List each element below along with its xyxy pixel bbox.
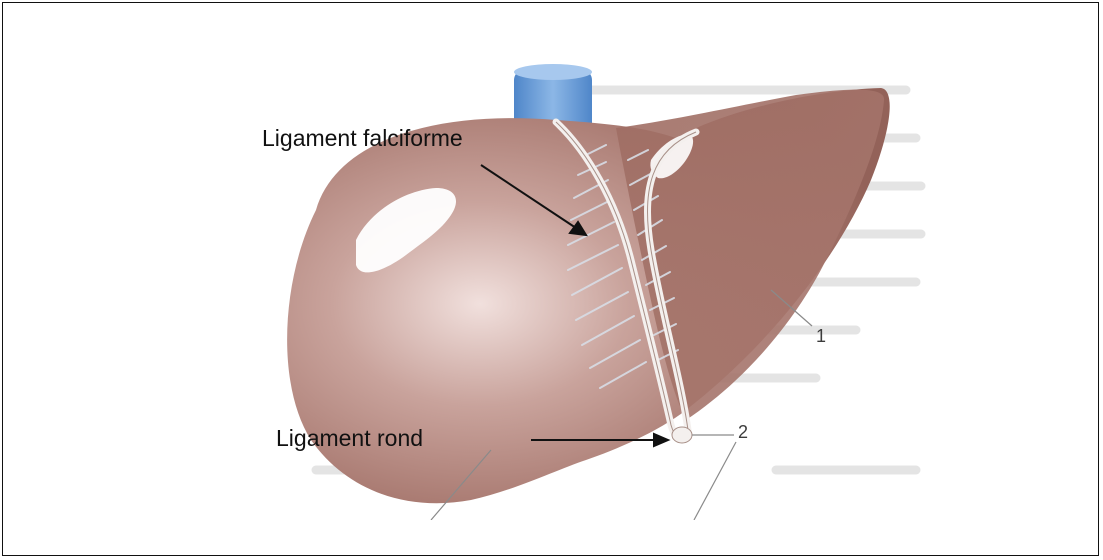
round-ligament-end	[672, 427, 692, 443]
marker-1: 1	[816, 326, 826, 346]
liver-diagram: Ligament falciforme Ligament rond 1 2	[256, 50, 929, 520]
marker-2: 2	[738, 422, 748, 442]
label-ligament-rond: Ligament rond	[276, 425, 423, 451]
label-ligament-falciforme: Ligament falciforme	[262, 125, 463, 151]
round-arrowhead	[654, 434, 668, 446]
liver-illustration: Ligament falciforme Ligament rond 1 2	[256, 50, 929, 520]
